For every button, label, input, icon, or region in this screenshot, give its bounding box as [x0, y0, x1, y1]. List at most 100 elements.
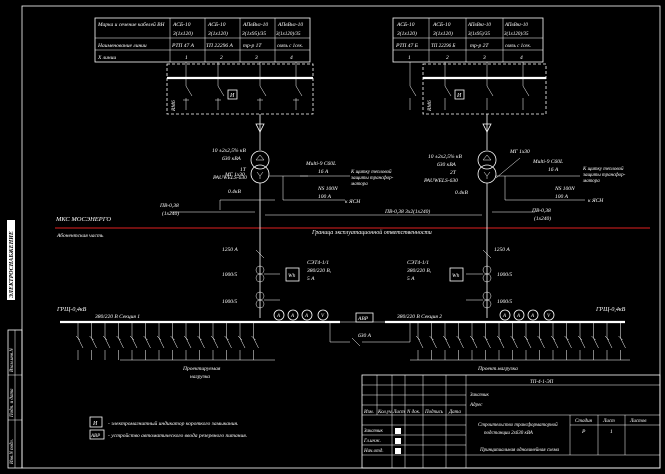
- lv-main-feeders: [255, 215, 492, 318]
- outgoing-feeder: [156, 322, 165, 360]
- outgoing-feeder: [143, 322, 151, 360]
- cell-line: связь с 1сек.: [277, 44, 303, 49]
- transformer-make: PAUWELS-630: [212, 175, 247, 181]
- voltmeter-icon: V: [321, 314, 325, 319]
- drawing-frame: [21, 5, 661, 469]
- cell-brand: 3(1х95)/35: [468, 32, 490, 37]
- outgoing-feeder: [183, 322, 192, 360]
- switchboard-right: ГРЩ-0,4кВ: [595, 306, 626, 313]
- cell-line: связь с 1сек.: [505, 44, 531, 49]
- meter-current: 5 А: [307, 276, 315, 282]
- owner-sub: Абонентская часть: [56, 232, 104, 239]
- aux-ysn: к ЯСН: [345, 199, 361, 205]
- rmu-right: RM6 И: [409, 62, 547, 115]
- stamp-col: Лист: [392, 410, 405, 415]
- tie-current: 630 А: [358, 333, 372, 339]
- outgoing-feeder: [102, 322, 111, 360]
- fault-indicator-label: И: [229, 93, 235, 99]
- side-stamp-2: Подп. и дата: [10, 388, 15, 418]
- lv-cable-right-spec: (1х240): [534, 215, 551, 222]
- legend-text: - устройство автоматического ввода резер…: [108, 432, 247, 439]
- aux-ns: NS 100N: [554, 186, 575, 192]
- ammeter-icon: A: [516, 314, 521, 319]
- cell-line: тр-р 2Т: [470, 43, 489, 49]
- ammeter-icon: A: [502, 314, 507, 319]
- cell-line: РТП 47 А: [171, 42, 195, 49]
- outgoing-feeder: [89, 322, 97, 360]
- cell-num: 1: [185, 55, 188, 61]
- meter-voltage: 380/220 В,: [306, 268, 332, 274]
- section-right-label: 380/220 В Секция 2: [396, 314, 442, 320]
- stamp-object: Адрес: [469, 403, 483, 408]
- outgoing-feeder: [604, 322, 613, 360]
- legend-symbol: И: [92, 421, 98, 427]
- stamp-col: Дата: [448, 410, 461, 415]
- ct-left: [255, 265, 280, 309]
- aux-left: Multi-9 С60L 16 А К щитку тепловой защит…: [282, 161, 394, 205]
- ct-right: [466, 265, 492, 309]
- lv-cable-left-label: ПВ-0,38: [159, 203, 179, 209]
- title-block: ТП-4-1-ЭП Изм. Кол.уч. Лист N док. Подпи…: [361, 374, 661, 469]
- legend: И - электромагнитный индикатор короткого…: [89, 416, 247, 440]
- meter-left: Wh СЭТ4-1/1 380/220 В, 5 А: [285, 259, 332, 282]
- avr-label: АВР: [357, 316, 369, 322]
- cell-brand: АСБ-10: [432, 22, 451, 28]
- cell-brand: 3(1х120): [207, 30, 228, 37]
- cell-brand: 3(1х120)/35: [504, 32, 529, 37]
- avr-box: [355, 312, 374, 323]
- ct-left-1: 1000/5: [222, 272, 238, 278]
- stamp-role: Заказчик: [364, 429, 383, 434]
- meter-name: СЭТ4-1/1: [407, 259, 429, 266]
- cell-brand: АСБ-10: [396, 22, 415, 28]
- meter-label: Wh: [452, 273, 460, 279]
- legend-symbol: АВР: [90, 434, 100, 439]
- outgoing-feeder: [564, 322, 572, 360]
- outgoing-feeder: [469, 322, 478, 360]
- ct-left-2: 1000/5: [222, 299, 238, 305]
- breaker-main-right: 1250 А: [494, 247, 510, 253]
- ct-right-2: 1000/5: [497, 299, 513, 305]
- outgoing-feeder: [224, 322, 232, 360]
- stamp-col: N док.: [406, 410, 420, 415]
- outgoing-feeder: [237, 322, 246, 360]
- ammeter-icon: A: [276, 314, 281, 319]
- aux-breaker-current: 16 А: [548, 167, 559, 173]
- legend-avr-icon: [89, 429, 105, 440]
- cell-num: 2: [446, 55, 449, 61]
- ammeter-icon: A: [290, 314, 295, 319]
- cell-num: 4: [520, 54, 523, 61]
- stamp-sheet-title: Принципиальная однолинейная схема: [479, 447, 560, 453]
- cell-line: РТП 47 Б: [395, 42, 419, 49]
- tie-breaker: 630 А: [329, 322, 411, 347]
- row-label-brand: Марка и сечение кабелей ВН: [97, 21, 166, 28]
- transformer-voltage: 0.4кВ: [455, 189, 468, 196]
- cell-line: тр-р 1Т: [243, 43, 262, 49]
- outgoing-feeder: [523, 322, 532, 360]
- side-stamp: Взам.инв.N Подп. и дата Инв.N подл. ЭЛЕК…: [7, 220, 23, 469]
- breaker-main-left: 1250 А: [222, 247, 238, 253]
- stamp-role: Нач.отд.: [363, 449, 384, 454]
- voltmeter-icon: V: [547, 314, 551, 319]
- instruments-left: A A A V: [273, 309, 329, 321]
- cell-num: 4: [290, 54, 293, 61]
- lv-cables: ПВ-0,38 (1х240) ПВ-0,38 3х2(1х240) ПВ-0,…: [159, 203, 551, 222]
- transformer-name: 1Т: [240, 167, 247, 173]
- row-label-num: Х линии: [97, 55, 116, 61]
- stamp-col: Подпись: [424, 410, 444, 415]
- cell-brand: 3(1х120)/35: [276, 32, 301, 37]
- stamp-code: ТП-4-1-ЭП: [530, 380, 554, 385]
- outgoing-feeder: [537, 322, 545, 360]
- fault-indicator-label: И: [456, 93, 462, 99]
- outgoing-feeder: [129, 322, 138, 360]
- outgoing-feeders-left: [75, 322, 259, 360]
- aux-desc: К щитку тепловой: [582, 166, 624, 172]
- aux-ysn: к ЯСН: [588, 198, 604, 204]
- row-label-line: Наименование линии: [97, 43, 147, 49]
- ammeter-icon: A: [304, 314, 309, 319]
- outgoing-feeder: [429, 322, 437, 360]
- outgoing-feeder: [75, 322, 84, 360]
- cell-brand: АСБ-10: [172, 22, 191, 28]
- cell-brand: АПвВнг-10: [467, 23, 491, 28]
- aux-desc: К щитку тепловой: [350, 169, 392, 175]
